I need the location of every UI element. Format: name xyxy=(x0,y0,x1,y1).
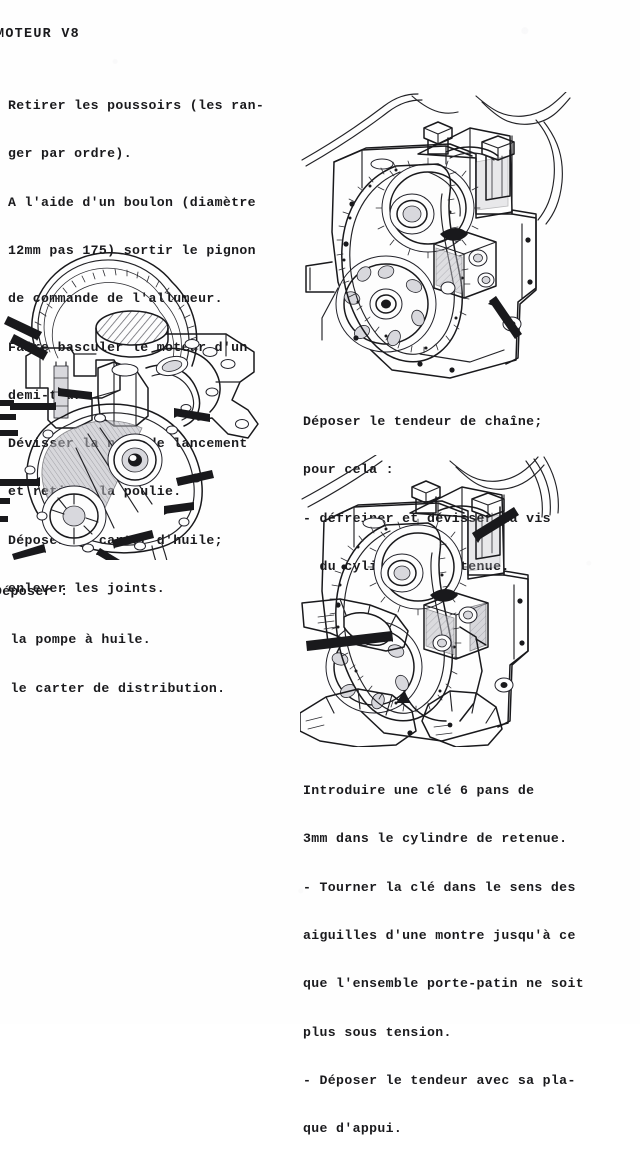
chain-tensioner-diagram xyxy=(300,92,600,384)
timing-cover-diagram xyxy=(0,248,292,560)
cam-sprocket xyxy=(375,157,481,259)
cle-line: que d'appui. xyxy=(303,1121,403,1137)
chain-tensioner-block xyxy=(433,228,497,299)
cle-line: plus sous tension. xyxy=(303,1024,452,1040)
intro-line: de commande de l'allumeur. xyxy=(8,291,223,307)
manual-page: MOTEUR V8 Retirer les poussoirs (les ran… xyxy=(0,0,640,1136)
cle-line: que l'ensemble porte-patin ne soit xyxy=(303,976,584,992)
tensioner-callout-arrow xyxy=(488,296,522,339)
depose-caption: Déposer : - la pompe à huile. - le carte… xyxy=(0,552,225,729)
cle-line: - Déposer le tendeur avec sa pla- xyxy=(303,1072,576,1088)
intro-line: enlever les joints. xyxy=(8,581,166,596)
chain-tensioner-block xyxy=(423,589,489,660)
cam-sprocket xyxy=(367,518,469,616)
intro-line: 12mm pas 175) sortir le pignon xyxy=(8,243,256,259)
tendeur-line: Déposer le tendeur de chaîne; xyxy=(303,414,543,430)
cle-line: - Tourner la clé dans le sens des xyxy=(303,879,576,895)
hex-key-tensioner-diagram xyxy=(300,455,600,747)
depose-line: Déposer : xyxy=(0,584,69,600)
crank-sprocket xyxy=(335,255,437,353)
page-header: MOTEUR V8 xyxy=(0,27,81,42)
tendeur-line: pour cela : xyxy=(303,462,394,478)
depose-line: - la pompe à huile. xyxy=(0,632,152,648)
cle-line: Introduire une clé 6 pans de xyxy=(303,783,535,799)
intro-line: Retirer les poussoirs (les ran- xyxy=(8,98,265,114)
intro-line: ger par ordre). xyxy=(8,146,132,162)
callout-arrows xyxy=(0,316,214,560)
depose-line: - le carter de distribution. xyxy=(0,680,226,696)
intro-line: A l'aide d'un boulon (diamètre xyxy=(8,194,256,210)
cle-caption: Introduire une clé 6 pans de 3mm dans le… xyxy=(303,751,584,1169)
cle-line: aiguilles d'une montre jusqu'à ce xyxy=(303,928,576,944)
cle-line: 3mm dans le cylindre de retenue. xyxy=(303,831,568,847)
hex-key-tool xyxy=(459,626,487,722)
callout-arrows xyxy=(306,507,519,722)
